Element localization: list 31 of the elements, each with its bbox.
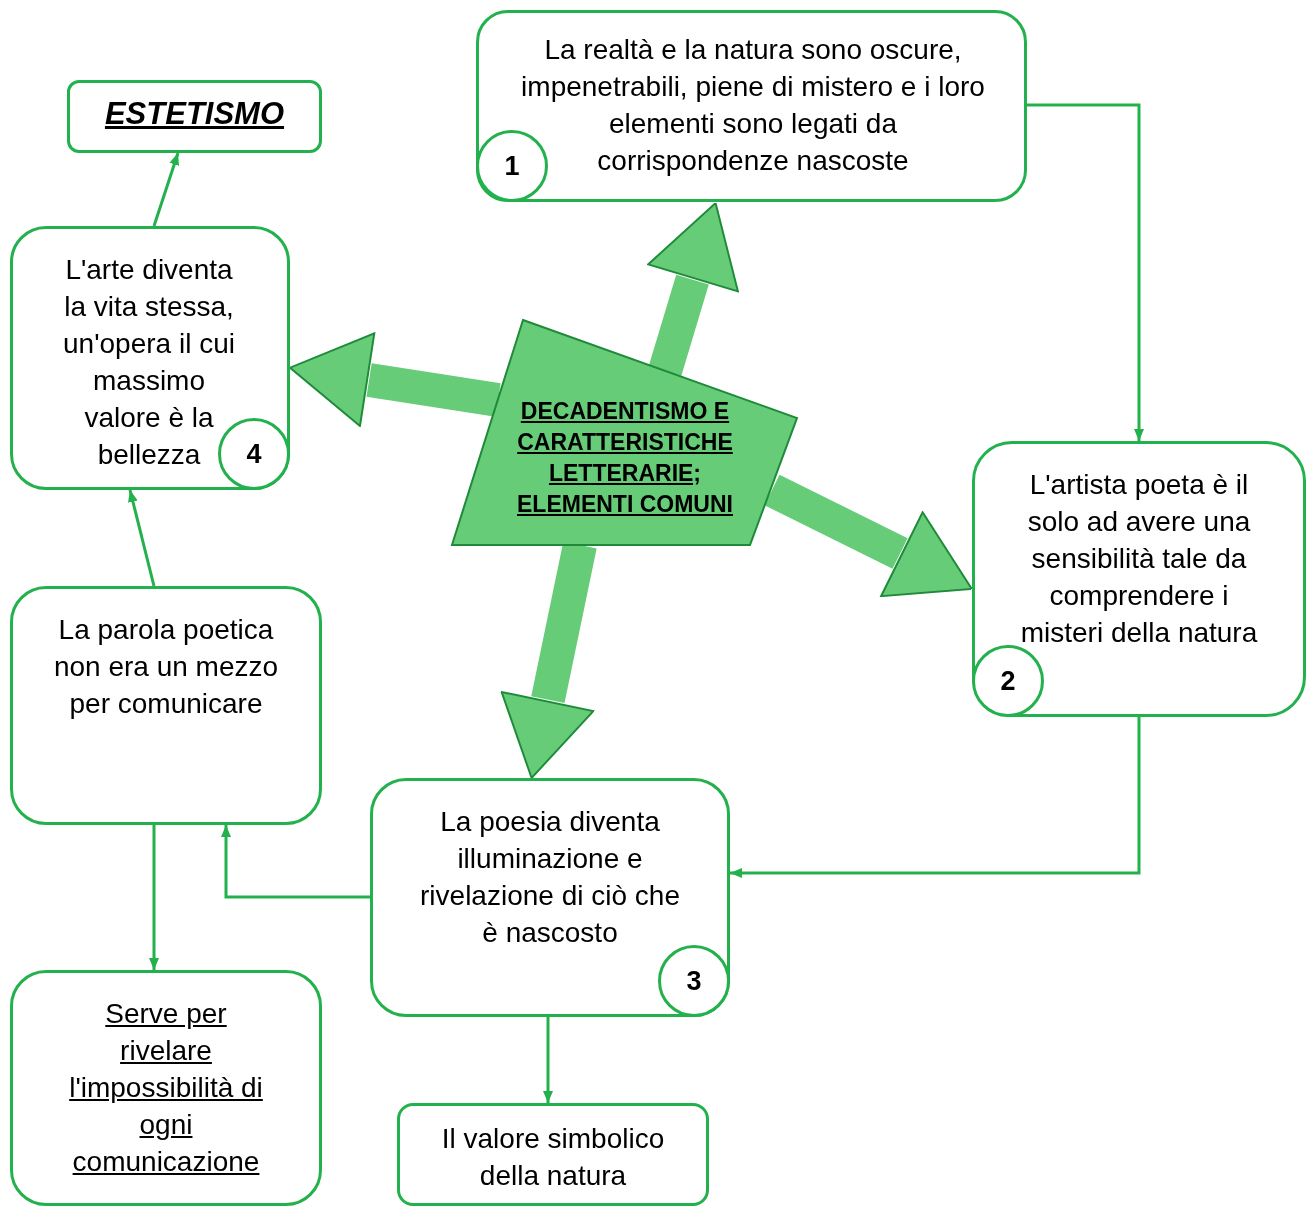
text-box: [370, 778, 730, 1017]
text-box: [10, 226, 290, 490]
arrow: [128, 489, 156, 587]
arrow: [730, 717, 1141, 878]
arrow: [152, 152, 180, 227]
arrow: [149, 825, 159, 970]
box-text: La poesia diventa illuminazione e rivelazione di ciò che è nascosto: [419, 805, 681, 950]
box-text: L'arte diventa la vita stessa, un'opera il cui massimo valore è la bellezza: [62, 253, 236, 472]
central-title: DECADENTISMO E CARATTERISTICHE LETTERARIE; ELEMENTI COMUNI: [516, 397, 734, 519]
block-arrow: [764, 474, 973, 598]
text-box: [67, 80, 322, 153]
block-arrow: [647, 202, 739, 376]
text-box: [397, 1103, 709, 1206]
box-text: La realtà e la natura sono oscure, impenetrabili, piene di mistero e i loro elementi sono legati da corrispondenze nascoste: [521, 33, 985, 178]
box-text: L'artista poeta è il solo ad avere una sensibilità tale da comprendere i misteri della natura: [1019, 468, 1259, 650]
arrow: [543, 1017, 553, 1103]
step-number: 3: [685, 965, 703, 998]
block-arrow: [289, 332, 501, 427]
step-number: 2: [999, 665, 1017, 698]
arrow: [221, 825, 370, 899]
arrow: [1027, 103, 1144, 441]
box-text: La parola poetica non era un mezzo per comunicare: [52, 613, 280, 721]
box-text: Serve per rivelare l'impossibilità di ogni comunicazione: [68, 997, 264, 1179]
text-box: [476, 10, 1027, 202]
text-box: [10, 586, 322, 825]
step-number: 4: [245, 438, 263, 471]
text-box: [10, 970, 322, 1206]
box-text: ESTETISMO: [103, 95, 286, 132]
box-text: Il valore simbolico della natura: [440, 1122, 666, 1193]
step-number: 1: [503, 150, 521, 183]
text-box: [972, 441, 1306, 717]
